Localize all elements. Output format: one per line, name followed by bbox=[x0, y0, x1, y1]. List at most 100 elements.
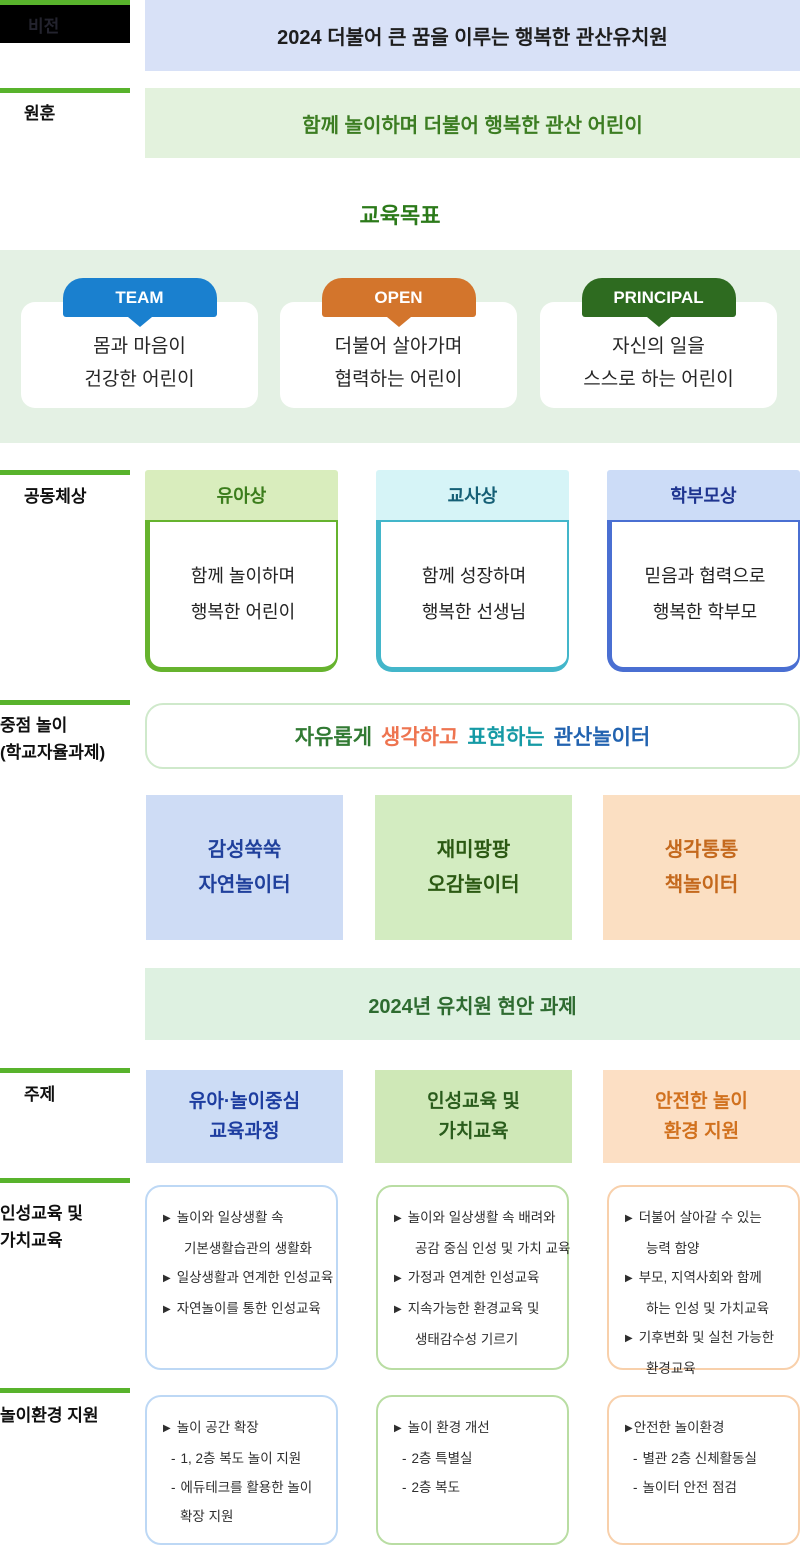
community-card-line: 행복한 학부모 bbox=[652, 601, 758, 622]
bullet-line: ▶ 지속가능한 환경교육 및 bbox=[392, 1294, 563, 1325]
vision-label: 비전 bbox=[0, 5, 130, 43]
bullet-line: -놀이터 안전 점검 bbox=[623, 1473, 794, 1502]
arrow-bullet-marker: ▶ bbox=[394, 1304, 402, 1315]
vision-label-bar bbox=[0, 0, 130, 5]
bullet-line-text: 확장 지원 bbox=[180, 1509, 234, 1524]
arrow-bullet-marker: ▶ bbox=[394, 1423, 402, 1434]
goal-badge: PRINCIPAL bbox=[581, 278, 736, 317]
vision-label-text: 비전 bbox=[28, 16, 60, 36]
topic-box-line: 유아·놀이중심 bbox=[188, 1091, 301, 1113]
bullet-line-text: 놀이 환경 개선 bbox=[407, 1420, 490, 1435]
bullet-line-text: 능력 함양 bbox=[646, 1241, 700, 1256]
community-label: 공동체상 bbox=[0, 483, 140, 510]
community-card-line: 함께 놀이하며 bbox=[190, 566, 296, 587]
dash-bullet-marker: - bbox=[633, 1480, 638, 1495]
goal-badge: OPEN bbox=[321, 278, 476, 317]
bullet-line: -1, 2층 복도 놀이 지원 bbox=[161, 1444, 332, 1473]
play-box-line: 감성쑥쑥 bbox=[207, 838, 282, 861]
community-label-bar bbox=[0, 470, 130, 475]
bullet-line: ▶놀이와 일상생활 속 배려와 bbox=[392, 1203, 563, 1234]
play-box-line: 재미팡팡 bbox=[436, 838, 511, 861]
goal-card-line: 스스로 하는 어린이 bbox=[583, 369, 734, 390]
community-card-line: 행복한 어린이 bbox=[190, 601, 296, 622]
bullet-line-text: 지속가능한 환경교육 및 bbox=[407, 1301, 540, 1316]
goal-card-line: 건강한 어린이 bbox=[84, 369, 195, 390]
bullet-line: 하는 인성 및 가치교육 bbox=[623, 1294, 794, 1323]
bullet-line-text: 부모, 지역사회와 함께 bbox=[638, 1270, 762, 1285]
bullet-line: 능력 함양 bbox=[623, 1234, 794, 1263]
bullet-line-text: 자연놀이를 통한 인성교육 bbox=[176, 1301, 321, 1316]
arrow-bullet-marker: ▶ bbox=[163, 1304, 171, 1315]
bullet-line-text: 일상생활과 연계한 인성교육 bbox=[176, 1270, 334, 1285]
arrow-bullet-marker: ▶ bbox=[394, 1213, 402, 1224]
play-env-label-text: 놀이환경 지원 bbox=[0, 1406, 99, 1425]
bullet-line: ▶놀이와 일상생활 속 bbox=[161, 1203, 332, 1234]
bullet-line-text: 1, 2층 복도 놀이 지원 bbox=[180, 1451, 302, 1466]
arrow-bullet-marker: ▶ bbox=[163, 1273, 171, 1284]
bullet-card: ▶안전한 놀이환경-별관 2층 신체활동실-놀이터 안전 점검 bbox=[607, 1395, 800, 1545]
bullet-line-text: 2층 복도 bbox=[411, 1480, 461, 1495]
community-card-header: 유아상 bbox=[145, 470, 338, 520]
community-card-header: 교사상 bbox=[376, 470, 569, 520]
dash-bullet-marker: - bbox=[633, 1451, 638, 1466]
goal-card-line: 몸과 마음이 bbox=[93, 335, 186, 357]
bullet-line: -에듀테크를 활용한 놀이 bbox=[161, 1473, 332, 1502]
bullet-line-text: 별관 2층 신체활동실 bbox=[642, 1451, 757, 1466]
topic-box-line: 인성교육 및 bbox=[427, 1091, 520, 1113]
education-goals-title: 교육목표 bbox=[359, 203, 441, 228]
bullet-line: 생태감수성 기르기 bbox=[392, 1325, 563, 1354]
goal-card-line: 협력하는 어린이 bbox=[334, 369, 463, 390]
motto-label-bar bbox=[0, 88, 130, 93]
focus-play-label-bar bbox=[0, 700, 130, 705]
bullet-line: ▶기후변화 및 실천 가능한 bbox=[623, 1323, 794, 1354]
bullet-line-text: 환경교육 bbox=[646, 1361, 696, 1376]
dash-bullet-marker: - bbox=[402, 1480, 407, 1495]
arrow-bullet-marker: ▶ bbox=[163, 1423, 171, 1434]
bullet-line: 확장 지원 bbox=[161, 1502, 332, 1531]
focus-title-word: 자유롭게 bbox=[294, 726, 373, 749]
focus-play-label-line2: (학교자율과제) bbox=[0, 743, 106, 762]
bullet-line-text: 하는 인성 및 가치교육 bbox=[646, 1301, 770, 1316]
arrow-bullet-marker: ▶ bbox=[625, 1213, 633, 1224]
topic-box-line: 가치교육 bbox=[438, 1120, 509, 1142]
bullet-line-text: 공감 중심 인성 및 가치 교육 bbox=[415, 1241, 571, 1256]
arrow-bullet-marker: ▶ bbox=[625, 1273, 633, 1284]
bullet-line: ▶더불어 살아갈 수 있는 bbox=[623, 1203, 794, 1234]
play-box-line: 자연놀이터 bbox=[198, 873, 291, 896]
character-edu-label-bar bbox=[0, 1178, 130, 1183]
focus-play-label: 중점 놀이 (학교자율과제) bbox=[0, 712, 140, 766]
bullet-line: 공감 중심 인성 및 가치 교육 bbox=[392, 1234, 570, 1263]
goal-card-line: 더불어 살아가며 bbox=[334, 335, 463, 357]
community-label-text: 공동체상 bbox=[24, 487, 87, 506]
bullet-line: ▶안전한 놀이환경 bbox=[623, 1413, 794, 1444]
vision-text: 2024 더불어 큰 꿈을 이루는 행복한 관산유치원 bbox=[277, 27, 668, 49]
topic-label: 주제 bbox=[0, 1081, 140, 1108]
bullet-line-text: 생태감수성 기르기 bbox=[415, 1332, 519, 1347]
arrow-bullet-marker: ▶ bbox=[625, 1423, 633, 1434]
character-edu-label-line1: 인성교육 및 bbox=[0, 1204, 83, 1223]
bullet-line-text: 가정과 연계한 인성교육 bbox=[407, 1270, 540, 1285]
community-card-line: 행복한 선생님 bbox=[421, 601, 527, 622]
bullet-line: -별관 2층 신체활동실 bbox=[623, 1444, 794, 1473]
bullet-line: ▶놀이 공간 확장 bbox=[161, 1413, 332, 1444]
bullet-line-text: 놀이터 안전 점검 bbox=[642, 1480, 737, 1495]
bullet-line: ▶ 부모, 지역사회와 함께 bbox=[623, 1263, 794, 1294]
bullet-line: -2층 복도 bbox=[392, 1473, 563, 1502]
focus-title-word: 표현하는 bbox=[467, 726, 545, 749]
